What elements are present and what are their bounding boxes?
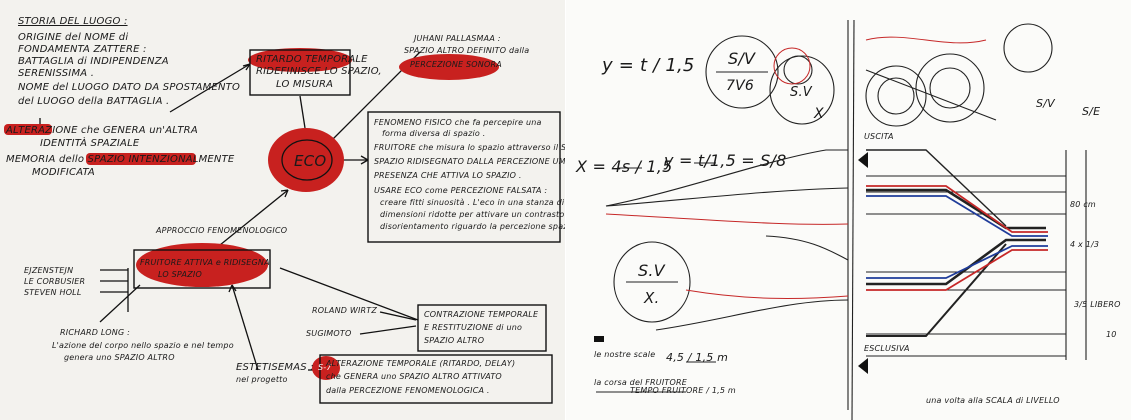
circle-big-label: S.V xyxy=(638,261,665,280)
eco-note-3: FRUITORE che misura lo spazio attraverso… xyxy=(374,143,565,152)
fruitore-line-2: LO SPAZIO xyxy=(158,270,202,279)
storia-line-2: FONDAMENTA ZATTERE : xyxy=(18,44,147,55)
eco-note-2: forma diversa di spazio . xyxy=(382,129,486,138)
eco-note-8: dimensioni ridotte per attivare un contr… xyxy=(380,210,565,219)
artist-2: LE CORBUSIER xyxy=(24,277,86,286)
contrazione-line-3: SPAZIO ALTRO xyxy=(424,336,485,345)
storia-line-1: ORIGINE del NOME di xyxy=(18,32,129,43)
mind-map-connectors xyxy=(4,48,561,404)
formula-y: y = t/1,5 = S/8 xyxy=(664,151,787,170)
roland-label: ROLAND WIRTZ xyxy=(312,306,378,315)
label-uscita: USCITA xyxy=(864,132,894,141)
circle-top-den: 7V6 xyxy=(726,78,754,94)
richard-long-line-1: L'azione del corpo nello spazio e nel te… xyxy=(52,341,234,350)
artist-3: STEVEN HOLL xyxy=(24,288,82,297)
eco-note-4: SPAZIO RIDISEGNATO DALLA PERCEZIONE UMAN… xyxy=(374,157,565,166)
sugimoto-label: SUGIMOTO xyxy=(306,329,352,338)
ritardo-line-1: RITARDO TEMPORALE xyxy=(256,54,368,65)
legend-note-1: le nostre scale xyxy=(594,350,656,359)
estetisemas-label: ESTETISEMAS : xyxy=(236,362,314,373)
final-line-1: ALTERAZIONE TEMPORALE (RITARDO, DELAY) xyxy=(326,359,516,368)
storia-line-3: BATTAGLIA di INDIPENDENZA xyxy=(18,56,169,67)
alterazione-line-2: IDENTITÀ SPAZIALE xyxy=(40,138,140,149)
richard-long-line-2: genera uno SPAZIO ALTRO xyxy=(64,353,175,362)
circle-big-den: X. xyxy=(644,289,660,307)
ritardo-line-3: LO MISURA xyxy=(276,79,334,90)
estetisemas-code: S-7 xyxy=(318,363,332,372)
alterazione-line-1: ALTERAZIONE che GENERA un'ALTRA xyxy=(6,125,198,136)
approccio-label: APPROCCIO FENOMENOLOGICO xyxy=(156,226,288,235)
eco-note-9: disorientamento riguardo la percezione s… xyxy=(380,222,565,231)
eco-label: ECO xyxy=(294,152,327,170)
side-label-3: 3/5 LIBERO xyxy=(1074,300,1121,309)
circle-top-label: S/V xyxy=(728,49,756,68)
memoria-line-2: MODIFICATA xyxy=(32,167,95,178)
ritardo-line-2: RIDEFINISCE LO SPAZIO, xyxy=(256,66,382,77)
formula-x: X = 4s / 1,5 xyxy=(576,157,673,176)
nel-progetto: nel progetto xyxy=(236,375,288,384)
formula-top: y = t / 1,5 xyxy=(602,55,695,76)
pallasmaa-line-3: PERCEZIONE SONORA xyxy=(410,60,502,69)
pallasmaa-line-2: SPAZIO ALTRO DEFINITO dalla xyxy=(404,46,530,55)
sketch-sheet: y = t / 1,5 X = 4s / 1,5 y = t/1,5 = S/8… xyxy=(566,0,1131,420)
eco-note-6: USARE ECO come PERCEZIONE FALSATA : xyxy=(374,186,548,195)
sketch-drawing xyxy=(594,19,1087,420)
circle-small-label: S.V xyxy=(790,85,812,100)
side-label-2: 4 x 1/3 xyxy=(1070,240,1100,249)
legend-frac-1: 4,5 / 1,5 m xyxy=(666,351,729,364)
side-label-1: 80 cm xyxy=(1070,200,1096,209)
eco-note-7: creare fitti sinuosità . L'eco in una st… xyxy=(380,198,565,207)
fruitore-line-1: FRUITORE ATTIVA e RIDISEGNA xyxy=(140,258,270,267)
circle-x-label: X xyxy=(814,106,824,122)
pallasmaa-line-1: JUHANI PALLASMAA : xyxy=(414,34,501,43)
contrazione-line-1: CONTRAZIONE TEMPORALE xyxy=(424,310,539,319)
contrazione-line-2: E RESTITUZIONE di uno xyxy=(424,323,523,332)
final-line-3: dalla PERCEZIONE FENOMENOLOGICA . xyxy=(326,386,490,395)
artist-1: EJZENSTEJN xyxy=(24,266,74,275)
storia-line-4: SERENISSIMA . xyxy=(18,68,95,79)
legend-frac-2: TEMPO FRUITORE / 1,5 m xyxy=(630,386,736,395)
storia-title: STORIA DEL LUOGO : xyxy=(18,16,128,27)
sle-label: S/E xyxy=(1082,105,1101,118)
final-line-2: che GENERA uno SPAZIO ALTRO ATTIVATO xyxy=(326,372,502,381)
storia-line-5: NOME del LUOGO DATO DA SPOSTAMENTO xyxy=(18,82,241,93)
label-scala: ESCLUSIVA xyxy=(864,344,910,353)
eco-note-1: FENOMENO FISICO che fa percepire una xyxy=(374,118,542,127)
note-bottom: una volta alla SCALA di LIVELLO xyxy=(926,396,1060,405)
legend-note-2: la corsa del FRUITORE xyxy=(594,378,688,387)
richard-long-title: RICHARD LONG : xyxy=(60,328,130,337)
eco-note-5: PRESENZA CHE ATTIVA LO SPAZIO . xyxy=(374,171,522,180)
memoria-line-1: MEMORIA dello SPAZIO INTENZIONALMENTE xyxy=(6,154,235,165)
side-label-4: 10 xyxy=(1106,330,1117,339)
sgv-label: S/V xyxy=(1036,97,1055,110)
storia-line-6: del LUOGO della BATTAGLIA . xyxy=(18,96,170,107)
mind-map-sheet: STORIA DEL LUOGO : ORIGINE del NOME di F… xyxy=(0,0,565,420)
